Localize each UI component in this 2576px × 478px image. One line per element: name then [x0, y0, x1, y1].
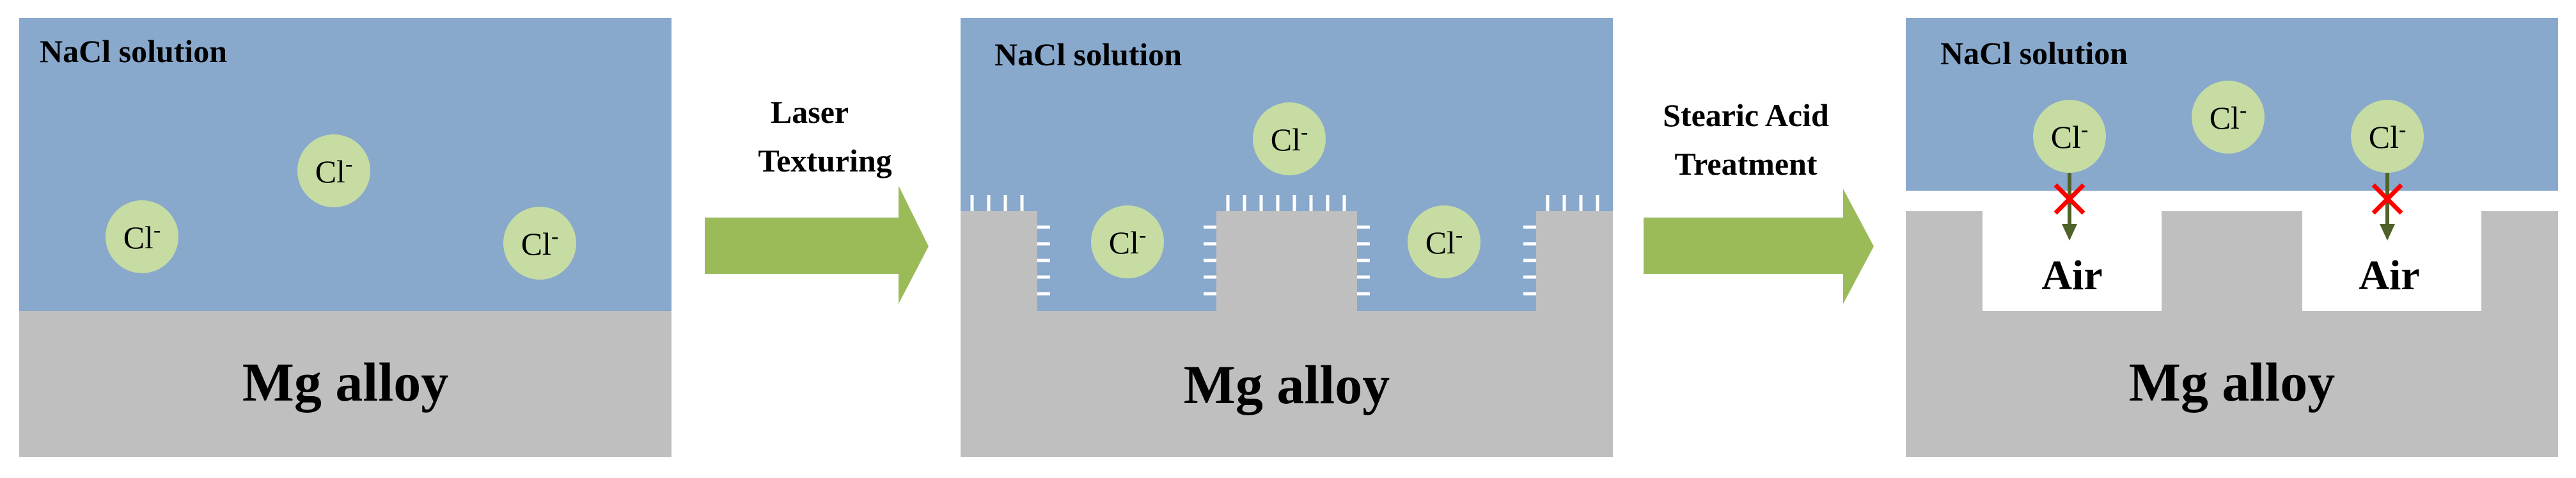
solution-label: NaCl solution — [994, 36, 1182, 72]
svg-text:Cl-: Cl- — [2210, 99, 2247, 136]
step-laser-texturing: Laser Texturing — [705, 94, 929, 304]
right-arrow-icon — [705, 186, 929, 304]
alloy-label: Mg alloy — [1184, 354, 1390, 415]
mg-alloy-substrate — [1906, 211, 2558, 457]
panel-laser-textured: NaCl solution Mg alloy Cl- Cl- Cl- — [961, 18, 1613, 457]
chloride-ion: Cl- — [1408, 205, 1480, 278]
alloy-label: Mg alloy — [242, 351, 448, 413]
svg-text:Cl-: Cl- — [1271, 120, 1308, 157]
step-label: Laser — [771, 94, 849, 130]
surface-microstructure — [1915, 195, 2545, 296]
svg-text:Cl-: Cl- — [1109, 223, 1147, 260]
step-stearic-acid-treatment: Stearic Acid Treatment — [1644, 97, 1874, 304]
step-label: Texturing — [758, 143, 891, 179]
svg-text:Cl-: Cl- — [2051, 118, 2089, 155]
chloride-ion: Cl- — [2033, 100, 2106, 173]
chloride-ion: Cl- — [2192, 81, 2265, 154]
chloride-ion: Cl- — [106, 200, 178, 273]
step-label: Treatment — [1674, 146, 1817, 182]
right-arrow-icon — [1644, 189, 1874, 304]
chloride-ion: Cl- — [503, 207, 576, 280]
solution-label: NaCl solution — [1940, 35, 2128, 71]
cross-icon — [2054, 183, 2085, 215]
chloride-ion: Cl- — [1253, 102, 1326, 175]
svg-text:Cl-: Cl- — [123, 218, 161, 255]
solution-label: NaCl solution — [40, 33, 227, 69]
alloy-label: Mg alloy — [2129, 351, 2335, 413]
svg-text:Cl-: Cl- — [1425, 223, 1463, 260]
svg-text:Cl-: Cl- — [315, 152, 353, 189]
mg-alloy-substrate — [961, 211, 1613, 457]
air-label: Air — [2041, 252, 2102, 299]
svg-text:Cl-: Cl- — [2369, 118, 2407, 155]
svg-text:Cl-: Cl- — [521, 225, 559, 262]
panel-superhydrophobic: NaCl solution Mg alloy Air Air Cl- Cl- C… — [1906, 18, 2558, 457]
cross-icon — [2371, 183, 2403, 215]
step-label: Stearic Acid — [1663, 97, 1829, 133]
mg-alloy-substrate — [19, 311, 671, 457]
chloride-ion: Cl- — [297, 134, 370, 207]
chloride-ion: Cl- — [2351, 100, 2424, 173]
chloride-ion: Cl- — [1091, 205, 1164, 278]
surface-microstructure — [970, 195, 1599, 296]
panel-untreated: NaCl solution Mg alloy Cl- Cl- Cl- — [19, 18, 671, 457]
air-label: Air — [2359, 252, 2419, 299]
